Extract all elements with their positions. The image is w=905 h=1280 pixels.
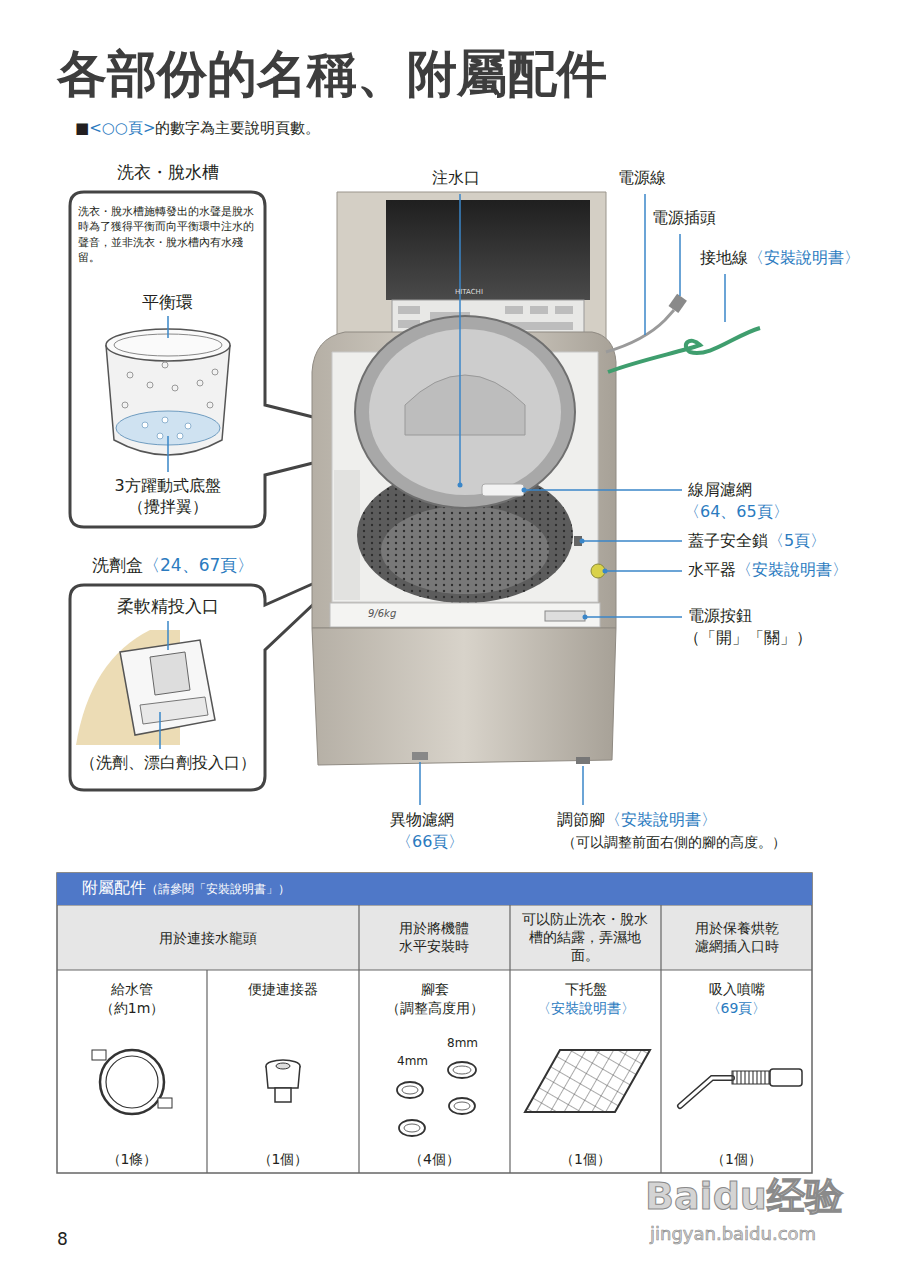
- table-cell: 4mm: [397, 1054, 428, 1070]
- node-text: 洗劑盒: [92, 554, 143, 576]
- table-cell: （4個）: [359, 1150, 510, 1168]
- note-text: 的數字為主要說明頁數。: [155, 119, 320, 139]
- part-label: 水平器: [688, 560, 736, 581]
- part-label: 蓋子安全鎖: [688, 531, 768, 552]
- note-text: ■: [75, 119, 89, 139]
- table-cell: 〈69頁〉: [661, 999, 812, 1017]
- node-text: 附屬配件: [82, 878, 146, 899]
- note-text: <○○頁>: [89, 119, 155, 139]
- table-cell: 8mm: [447, 1036, 478, 1052]
- node-text: 〈24、67頁〉: [143, 554, 254, 576]
- table-cell: 可以防止洗衣・脫水槽的結露，弄濕地面。: [521, 910, 649, 965]
- part-label: 〈64、65頁〉: [684, 502, 789, 523]
- node-text: 平衡環: [70, 291, 265, 313]
- callout-box: 洗衣・脫水槽洗衣・脫水槽施轉發出的水聲是脫水時為了獲得平衡而向平衡環中注水的聲音…: [70, 192, 265, 527]
- part-label: 〈5頁〉: [768, 531, 826, 552]
- part-label: 接地線: [700, 248, 748, 269]
- node-text: 3方躍動式底盤 （攪拌翼）: [106, 476, 229, 518]
- table-cell: （1個）: [510, 1150, 661, 1168]
- table-cell: 用於連接水龍頭: [57, 929, 359, 947]
- part-label: 〈安裝說明書〉: [748, 248, 860, 269]
- part-label: 〈安裝說明書〉: [605, 810, 717, 831]
- table-cell: （1個）: [661, 1150, 812, 1168]
- part-label: 電源插頭: [652, 208, 716, 229]
- part-label: 調節腳: [557, 810, 605, 831]
- part-label: 〈66頁〉: [396, 832, 464, 853]
- table-cell: （1個）: [207, 1150, 359, 1168]
- page-title: 各部份的名稱、附屬配件: [57, 44, 607, 104]
- table-cell: （約1m）: [57, 999, 207, 1017]
- table-cell: 用於將機體水平安裝時: [396, 919, 472, 955]
- watermark: Baidu经验: [645, 1176, 843, 1218]
- table-cell: 下托盤: [510, 980, 661, 998]
- node-text: （洗劑、漂白劑投入口）: [70, 753, 265, 774]
- table-cell: 〈安裝說明書〉: [510, 999, 661, 1017]
- table-cell: 給水管: [57, 980, 207, 998]
- table-cell: 吸入噴嘴: [661, 980, 812, 998]
- table-cell: 便捷連接器: [207, 980, 359, 998]
- node-text: 洗衣・脫水槽施轉發出的水聲是脫水時為了獲得平衡而向平衡環中注水的聲音，並非洗衣・…: [78, 204, 258, 266]
- part-label: 電源線: [618, 168, 666, 189]
- part-label: （可以調整前面右側的腳的高度。）: [562, 833, 786, 851]
- part-label: 9/6kg: [368, 607, 396, 620]
- table-cell: 腳套: [359, 980, 510, 998]
- part-label: 〈安裝說明書〉: [736, 560, 848, 581]
- part-label: 線屑濾網: [688, 480, 752, 501]
- table-cell: （1條）: [57, 1150, 207, 1168]
- part-label: HITACHI: [455, 288, 483, 297]
- part-label: 注水口: [432, 168, 480, 189]
- table-header-band: 附屬配件（請參閱「安裝說明書」）: [57, 873, 812, 905]
- part-label: 異物濾網: [390, 810, 454, 831]
- node-text: （請參閱「安裝說明書」）: [146, 882, 290, 898]
- callout-box: 洗劑盒〈24、67頁〉柔軟精投入口（洗劑、漂白劑投入口）: [70, 585, 265, 790]
- table-cell: （調整高度用）: [359, 999, 510, 1017]
- part-label: 電源按鈕: [688, 606, 752, 627]
- node-text: 洗衣・脫水槽: [70, 161, 265, 183]
- part-label: （「開」「關」）: [684, 628, 812, 649]
- node-text: 柔軟精投入口: [70, 595, 265, 617]
- table-cell: 用於保養烘乾濾網插入口時: [692, 919, 782, 955]
- watermark: jingyan.baidu.com: [650, 1224, 816, 1244]
- page-number: 8: [57, 1228, 68, 1250]
